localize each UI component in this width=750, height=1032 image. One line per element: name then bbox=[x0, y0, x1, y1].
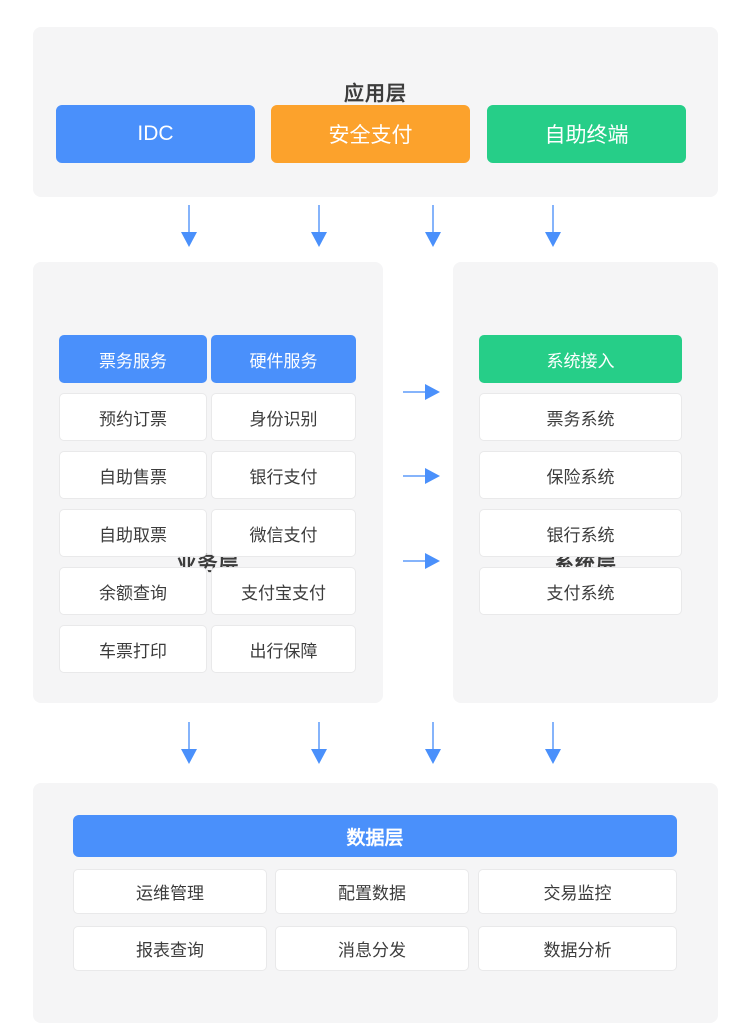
system-card-bank-system[interactable]: 银行系统 bbox=[479, 509, 682, 557]
down-arrow-icon bbox=[177, 722, 201, 766]
arrow-shaft bbox=[403, 560, 427, 562]
arrow-head bbox=[311, 232, 327, 247]
arrow-shaft bbox=[403, 391, 427, 393]
arrow-head bbox=[311, 749, 327, 764]
system-card-ticketing-system[interactable]: 票务系统 bbox=[479, 393, 682, 441]
business-card-self-pickup[interactable]: 自助取票 bbox=[59, 509, 207, 557]
down-arrow-icon bbox=[541, 722, 565, 766]
down-arrow-icon bbox=[541, 205, 565, 249]
down-arrow-icon bbox=[177, 205, 201, 249]
down-arrow-icon bbox=[421, 205, 445, 249]
arrow-head bbox=[425, 232, 441, 247]
business-card-ticket-print[interactable]: 车票打印 bbox=[59, 625, 207, 673]
arrow-head bbox=[545, 232, 561, 247]
arrow-shaft bbox=[188, 722, 190, 752]
data-card-message-distribution[interactable]: 消息分发 bbox=[275, 926, 469, 971]
business-card-ticket-service[interactable]: 票务服务 bbox=[59, 335, 207, 383]
app-chip-self-service-terminal[interactable]: 自助终端 bbox=[487, 105, 686, 163]
business-card-alipay-payment[interactable]: 支付宝支付 bbox=[211, 567, 356, 615]
business-card-bank-payment[interactable]: 银行支付 bbox=[211, 451, 356, 499]
arrow-head bbox=[425, 468, 440, 484]
business-card-hardware-service[interactable]: 硬件服务 bbox=[211, 335, 356, 383]
arrow-shaft bbox=[552, 205, 554, 235]
right-arrow-icon bbox=[403, 468, 441, 484]
data-layer-header[interactable]: 数据层 bbox=[73, 815, 677, 857]
arrow-shaft bbox=[552, 722, 554, 752]
business-card-identity-recognition[interactable]: 身份识别 bbox=[211, 393, 356, 441]
arrow-head bbox=[181, 232, 197, 247]
down-arrow-icon bbox=[307, 205, 331, 249]
right-arrow-icon bbox=[403, 384, 441, 400]
application-layer-title: 应用层 bbox=[344, 83, 407, 105]
arrow-head bbox=[425, 749, 441, 764]
app-chip-secure-payment[interactable]: 安全支付 bbox=[271, 105, 470, 163]
business-card-self-ticketing[interactable]: 自助售票 bbox=[59, 451, 207, 499]
arrow-shaft bbox=[318, 205, 320, 235]
data-card-config-data[interactable]: 配置数据 bbox=[275, 869, 469, 914]
system-card-system-access[interactable]: 系统接入 bbox=[479, 335, 682, 383]
data-card-data-analysis[interactable]: 数据分析 bbox=[478, 926, 677, 971]
business-card-wechat-payment[interactable]: 微信支付 bbox=[211, 509, 356, 557]
right-arrow-icon bbox=[403, 553, 441, 569]
arrow-shaft bbox=[318, 722, 320, 752]
down-arrow-icon bbox=[421, 722, 445, 766]
business-card-balance-query[interactable]: 余额查询 bbox=[59, 567, 207, 615]
arrow-shaft bbox=[432, 722, 434, 752]
down-arrow-icon bbox=[307, 722, 331, 766]
arrow-shaft bbox=[403, 475, 427, 477]
business-card-reservation[interactable]: 预约订票 bbox=[59, 393, 207, 441]
system-card-payment-system[interactable]: 支付系统 bbox=[479, 567, 682, 615]
system-card-insurance-system[interactable]: 保险系统 bbox=[479, 451, 682, 499]
business-card-travel-guarantee[interactable]: 出行保障 bbox=[211, 625, 356, 673]
data-card-ops-management[interactable]: 运维管理 bbox=[73, 869, 267, 914]
arrow-shaft bbox=[188, 205, 190, 235]
data-card-report-query[interactable]: 报表查询 bbox=[73, 926, 267, 971]
app-chip-idc[interactable]: IDC bbox=[56, 105, 255, 163]
arrow-head bbox=[425, 384, 440, 400]
arrow-head bbox=[425, 553, 440, 569]
arrow-shaft bbox=[432, 205, 434, 235]
arrow-head bbox=[181, 749, 197, 764]
arrow-head bbox=[545, 749, 561, 764]
data-card-transaction-monitoring[interactable]: 交易监控 bbox=[478, 869, 677, 914]
